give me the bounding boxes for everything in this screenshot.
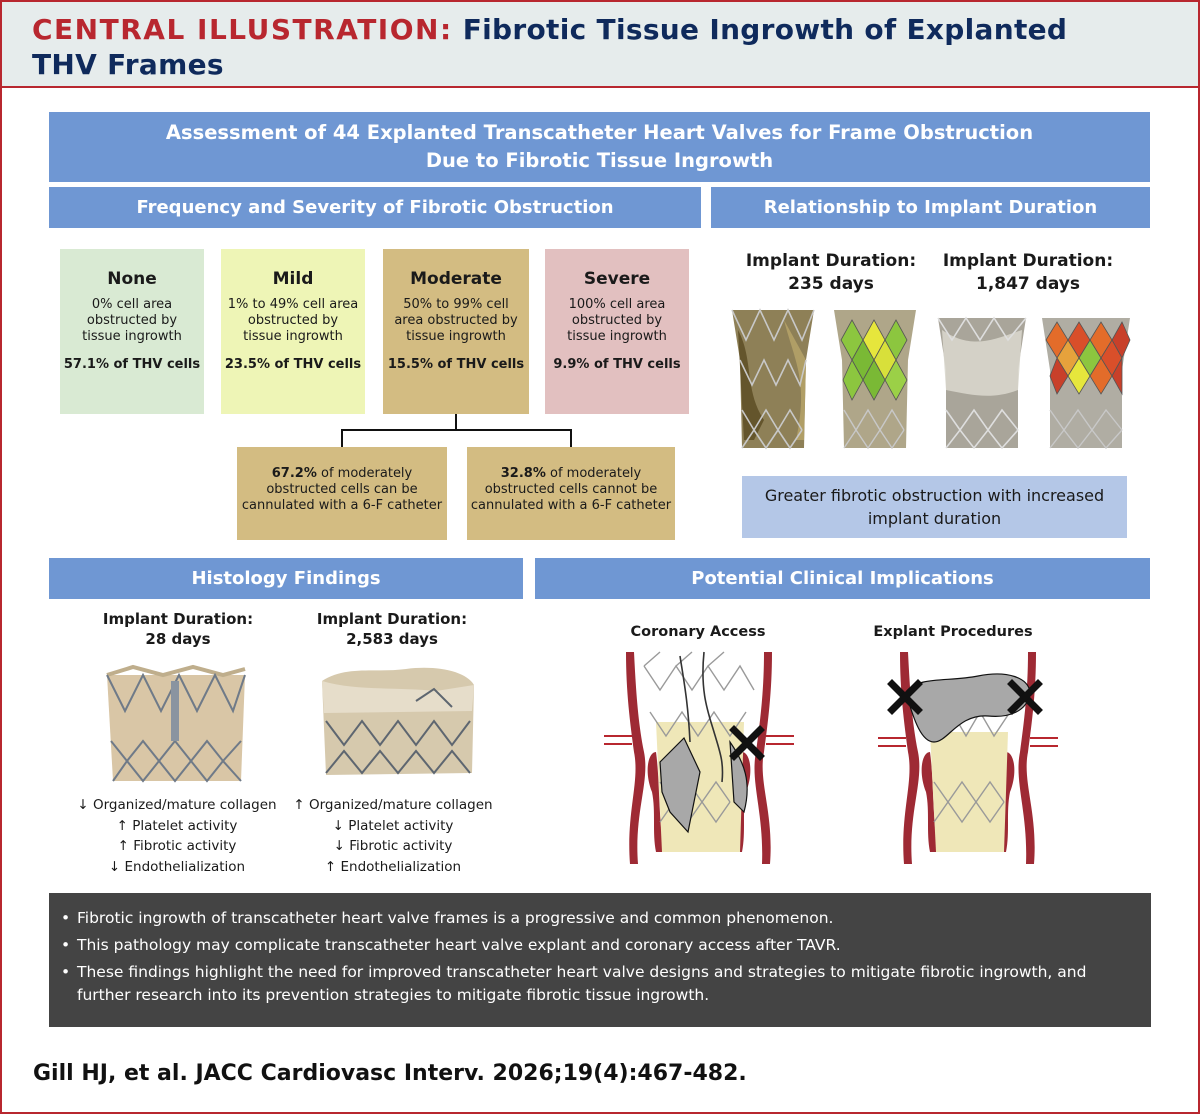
severity-title: Mild bbox=[272, 269, 314, 289]
severity-box-none: None 0% cell area obstructed by tissue in… bbox=[60, 249, 204, 414]
severity-percent: 57.1% of THV cells bbox=[63, 357, 201, 372]
moderate-not-cannulated-text: of moderately obstructed cells cannot be… bbox=[470, 466, 672, 513]
tree-crossbar bbox=[341, 429, 572, 431]
finding-2583-platelet: ↓ Platelet activity bbox=[332, 817, 454, 834]
citation: Gill HJ, et al. JACC Cardiovasc Interv. … bbox=[33, 1061, 747, 1086]
header-label: CENTRAL ILLUSTRATION: bbox=[32, 13, 453, 46]
header-title-text: Fibrotic Tissue Ingrowth of Explanted TH… bbox=[32, 13, 1068, 81]
severity-box-mild: Mild 1% to 49% cell area obstructed by ti… bbox=[221, 249, 365, 414]
summary-point-3: These findings highlight the need for im… bbox=[61, 961, 1131, 1006]
header: CENTRAL ILLUSTRATION: Fibrotic Tissue In… bbox=[0, 0, 1200, 88]
assessment-banner: Assessment of 44 Explanted Transcatheter… bbox=[49, 112, 1150, 182]
summary-point-2: This pathology may complicate transcathe… bbox=[61, 934, 1131, 957]
valve-235-mapped bbox=[834, 310, 916, 450]
explant-procedures-illustration bbox=[878, 652, 1058, 864]
severity-percent: 23.5% of THV cells bbox=[224, 357, 362, 372]
moderate-not-cannulated-percent: 32.8% bbox=[500, 466, 546, 481]
valve-235-photo bbox=[731, 308, 815, 450]
finding-2583-collagen: ↑ Organized/mature collagen bbox=[293, 797, 493, 813]
severity-title: None bbox=[107, 269, 157, 289]
coronary-access-illustration bbox=[604, 651, 794, 864]
histology-findings-2583: ↑ Organized/mature collagen ↓ Platelet a… bbox=[279, 795, 507, 877]
summary-point-1: Fibrotic ingrowth of transcatheter heart… bbox=[61, 907, 1131, 930]
implication-label-explant: Explant Procedures bbox=[873, 624, 1033, 640]
severity-title: Severe bbox=[583, 269, 651, 289]
severity-description: 0% cell area obstructed by tissue ingrow… bbox=[82, 297, 182, 344]
duration-label-1847: Implant Duration: 1,847 days bbox=[942, 251, 1114, 294]
histology-label-2583: Implant Duration: 2,583 days bbox=[316, 610, 468, 648]
implications-heading: Potential Clinical Implications bbox=[535, 558, 1150, 599]
implication-label-coronary: Coronary Access bbox=[630, 624, 766, 640]
assessment-line-2: Due to Fibrotic Tissue Ingrowth bbox=[425, 149, 774, 172]
severity-percent: 15.5% of THV cells bbox=[387, 357, 525, 372]
histology-heading: Histology Findings bbox=[49, 558, 523, 599]
summary-box: Fibrotic ingrowth of transcatheter heart… bbox=[49, 893, 1151, 1027]
duration-heading: Relationship to Implant Duration bbox=[711, 187, 1150, 228]
severity-description: 100% cell area obstructed by tissue ingr… bbox=[567, 297, 667, 344]
duration-conclusion: Greater fibrotic obstruction with increa… bbox=[742, 476, 1127, 538]
valve-1847-mapped bbox=[1042, 318, 1131, 450]
moderate-cannulated-box: 67.2% of moderately obstructed cells can… bbox=[237, 447, 447, 540]
moderate-cannulated-percent: 67.2% bbox=[271, 466, 317, 481]
severity-percent: 9.9% of THV cells bbox=[553, 357, 681, 372]
histology-valve-28 bbox=[106, 664, 246, 783]
severity-box-moderate: Moderate 50% to 99% cell area obstructed … bbox=[383, 249, 529, 414]
tree-stem bbox=[455, 414, 457, 430]
severity-box-severe: Severe 100% cell area obstructed by tissu… bbox=[545, 249, 689, 414]
valve-1847-photo bbox=[937, 316, 1027, 450]
moderate-cannulated-text: of moderately obstructed cells can be ca… bbox=[241, 466, 443, 513]
moderate-not-cannulated-box: 32.8% of moderately obstructed cells can… bbox=[467, 447, 675, 540]
histology-findings-28: ↓ Organized/mature collagen ↑ Platelet a… bbox=[63, 795, 291, 877]
finding-28-fibrotic: ↑ Fibrotic activity bbox=[117, 838, 237, 854]
histology-label-28: Implant Duration: 28 days bbox=[102, 610, 254, 648]
finding-2583-endothelialization: ↑ Endothelialization bbox=[324, 858, 462, 875]
duration-label-235: Implant Duration: 235 days bbox=[745, 251, 917, 294]
finding-2583-fibrotic: ↓ Fibrotic activity bbox=[333, 838, 453, 854]
header-title: CENTRAL ILLUSTRATION: Fibrotic Tissue In… bbox=[32, 12, 1132, 82]
tree-right-drop bbox=[570, 429, 572, 447]
finding-28-collagen: ↓ Organized/mature collagen bbox=[77, 797, 277, 813]
severity-description: 1% to 49% cell area obstructed by tissue… bbox=[227, 297, 359, 344]
tree-left-drop bbox=[341, 429, 343, 447]
assessment-line-1: Assessment of 44 Explanted Transcatheter… bbox=[165, 121, 1034, 144]
histology-valve-2583 bbox=[322, 667, 474, 775]
finding-28-platelet: ↑ Platelet activity bbox=[116, 817, 238, 834]
finding-28-endothelialization: ↓ Endothelialization bbox=[108, 858, 246, 875]
frequency-heading: Frequency and Severity of Fibrotic Obstr… bbox=[49, 187, 701, 228]
severity-description: 50% to 99% cell area obstructed by tissu… bbox=[394, 297, 518, 344]
severity-title: Moderate bbox=[410, 269, 502, 289]
